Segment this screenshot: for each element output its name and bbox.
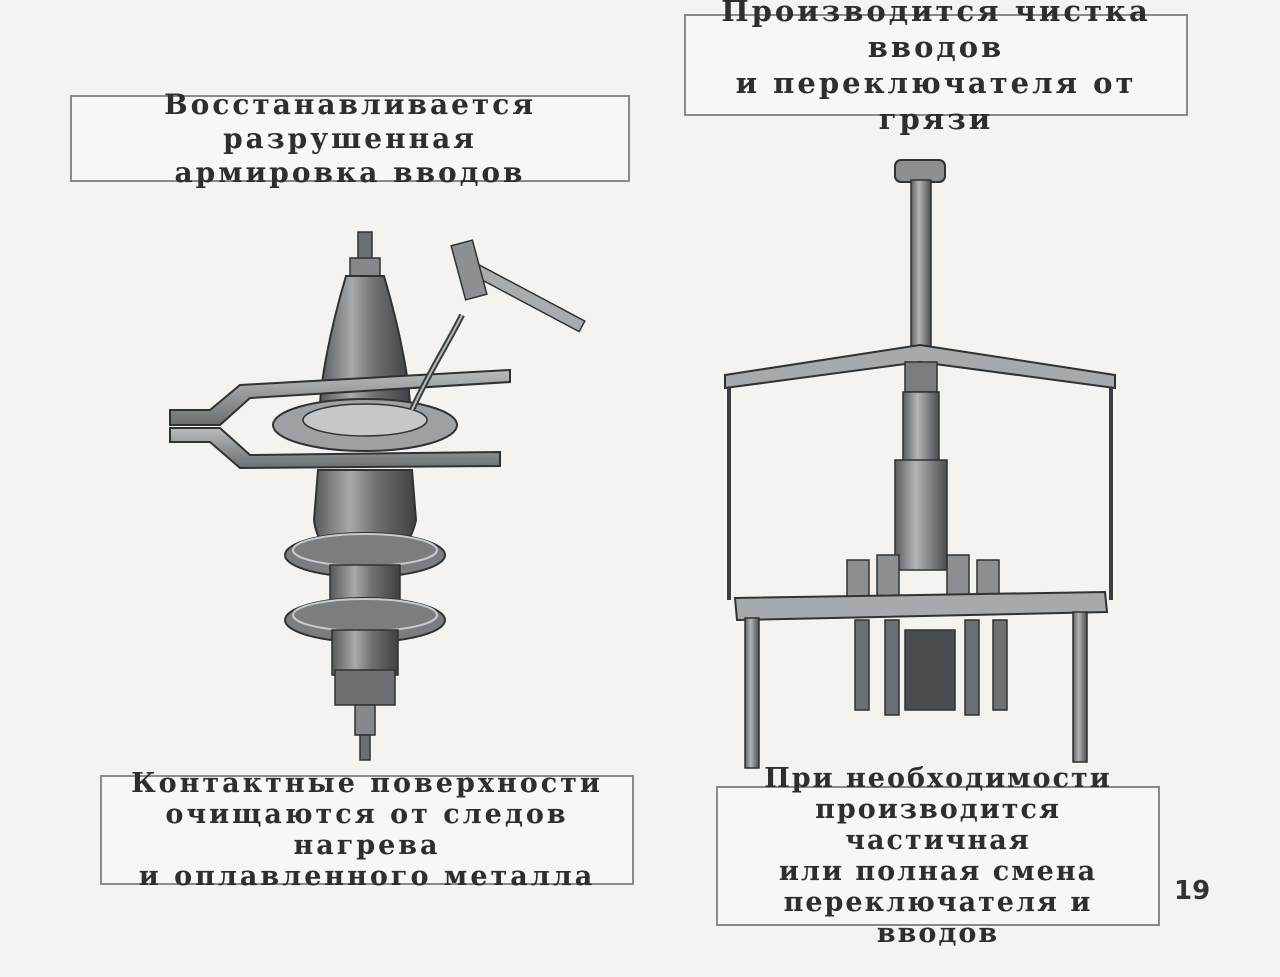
caption-restoration-line-2: армировка вводов (174, 155, 526, 189)
caption-replacement-line-2: производится частичная (815, 794, 1061, 856)
caption-contact-line-1: Контактные поверхности (131, 768, 603, 799)
caption-replacement-line-1: При необходимости (764, 763, 1112, 794)
caption-contact-line-3: и оплавленного металла (138, 861, 596, 892)
caption-restoration: Восстанавливается разрушенная армировка … (70, 88, 630, 189)
caption-replacement: При необходимости производится частичная… (716, 763, 1160, 949)
caption-cleaning-line-1: Производится чистка вводов (721, 0, 1151, 64)
page-number: 19 (1174, 876, 1211, 906)
caption-replacement-line-3: или полная смена (778, 856, 1098, 887)
caption-contact-line-2: очищаются от следов нагрева (165, 799, 569, 861)
caption-cleaning-line-2: и переключателя от грязи (735, 66, 1137, 136)
caption-replacement-line-4: переключателя и вводов (783, 887, 1093, 949)
bushing-with-hammer-illustration (169, 231, 586, 761)
caption-restoration-line-1: Восстанавливается разрушенная (163, 87, 537, 155)
caption-contact-surfaces: Контактные поверхности очищаются от след… (100, 768, 634, 892)
caption-cleaning: Производится чистка вводов и переключате… (684, 0, 1188, 136)
tap-changer-frame-illustration (724, 159, 1116, 769)
